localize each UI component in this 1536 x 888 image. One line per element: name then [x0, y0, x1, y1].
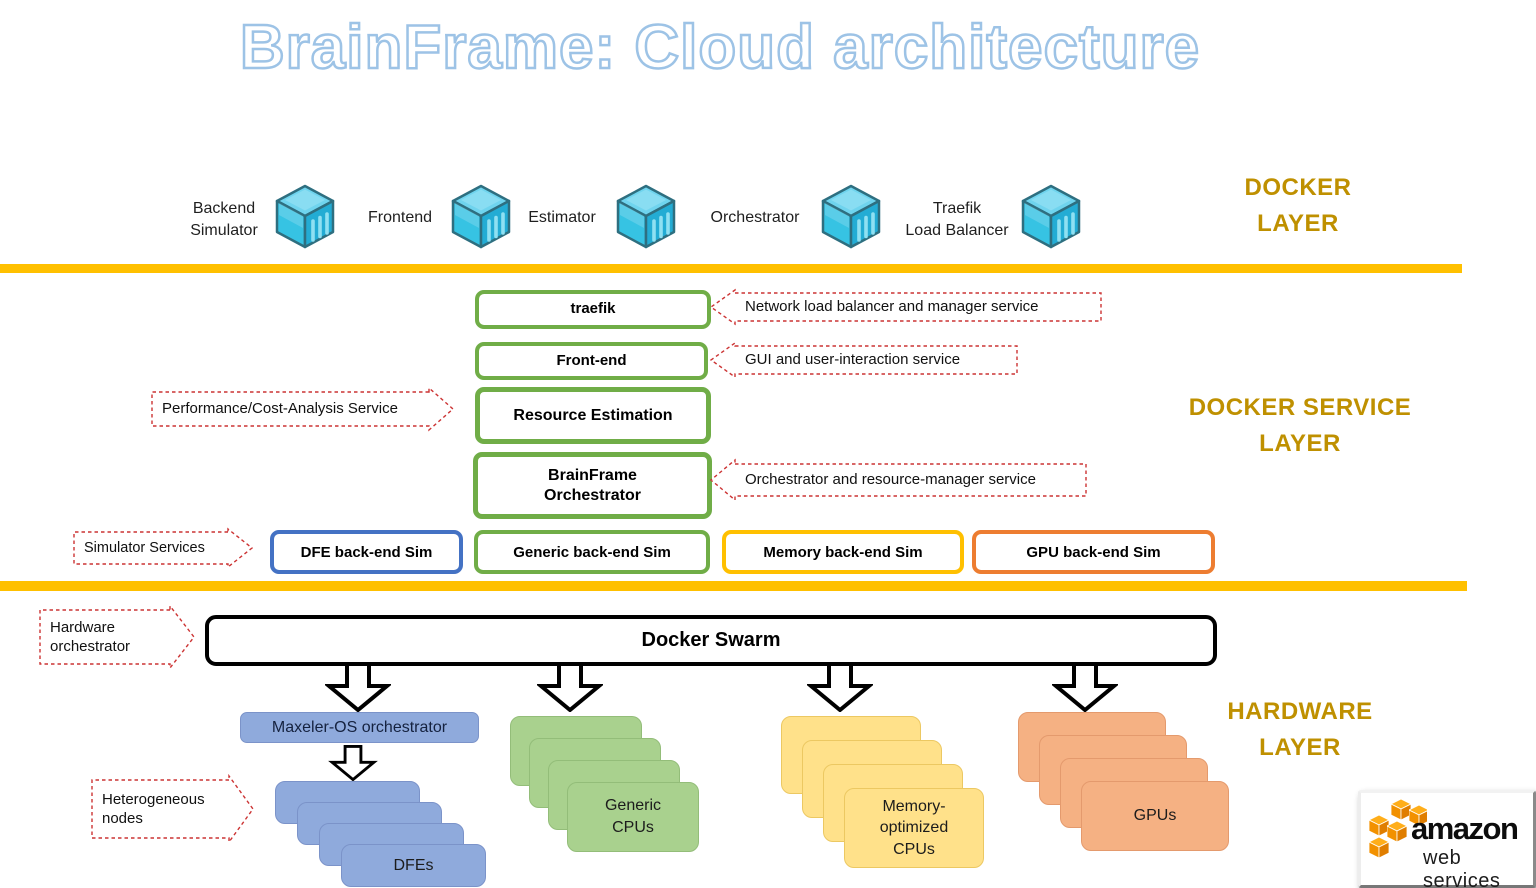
docker-container-cube-icon	[1020, 184, 1082, 250]
right-arrow-callout-icon	[39, 604, 195, 670]
docker-container-label: Traefik Load Balancer	[905, 200, 1009, 239]
down-arrow-icon	[325, 662, 391, 712]
maxeler-orchestrator-box: Maxeler-OS orchestrator	[240, 712, 479, 743]
docker-service-layer-label: DOCKER SERVICE LAYER	[1188, 394, 1412, 457]
callout-text: Performance/Cost-Analysis Service	[162, 400, 398, 418]
docker-layer-label: DOCKER LAYER	[1244, 174, 1352, 237]
docker-container-cube-icon	[274, 184, 336, 250]
service-box-frontend: Front-end	[475, 342, 708, 380]
callout-frontend: GUI and user-interaction service	[709, 341, 1019, 379]
service-box-traefik: traefik	[475, 290, 711, 329]
layer-divider	[0, 581, 1467, 591]
callout-text: Orchestrator and resource-manager servic…	[745, 471, 1036, 489]
hardware-layer-label: HARDWARE LAYER	[1227, 698, 1373, 761]
down-arrow-icon	[537, 662, 603, 712]
callout-heterogeneous-nodes: Heterogeneous nodes	[90, 774, 255, 844]
down-arrow-icon	[1052, 662, 1118, 712]
docker-container-label: Orchestrator	[710, 209, 800, 226]
left-arrow-callout-icon	[709, 341, 1018, 379]
left-arrow-callout-icon	[709, 288, 1102, 326]
callout-hardware-orchestrator: Hardware orchestrator	[38, 604, 196, 670]
page-title: BrainFrame: Cloud architecture	[239, 12, 1201, 84]
service-box-brainframe-orchestrator: BrainFrame Orchestrator	[473, 452, 712, 519]
docker-swarm-box: Docker Swarm	[205, 615, 1217, 666]
node-stack-gpus: GPUs	[1081, 781, 1229, 851]
callout-performance: Performance/Cost-Analysis Service	[150, 386, 455, 432]
sim-box-memory: Memory back-end Sim	[722, 530, 964, 574]
left-arrow-callout-icon	[709, 458, 1087, 502]
layer-divider	[0, 264, 1462, 273]
aws-logo-webservices-text: web services	[1423, 847, 1501, 888]
right-arrow-callout-icon	[91, 774, 254, 844]
right-arrow-callout-icon	[73, 527, 254, 569]
callout-text: Simulator Services	[84, 539, 205, 556]
docker-container-cube-icon	[450, 184, 512, 250]
node-stack-dfes: DFEs	[341, 844, 486, 887]
callout-text: Heterogeneous nodes	[102, 790, 205, 828]
callout-simulator-services: Simulator Services	[72, 527, 254, 569]
node-stack-generic-cpus: Generic CPUs	[567, 782, 699, 852]
aws-logo-amazon-text: amazon	[1411, 811, 1519, 846]
service-box-resource-estimation: Resource Estimation	[475, 387, 711, 444]
aws-logo: amazon web services	[1358, 790, 1536, 888]
callout-text: Network load balancer and manager servic…	[745, 298, 1039, 316]
docker-container-label: Frontend	[367, 209, 433, 226]
sim-box-dfe: DFE back-end Sim	[270, 530, 463, 574]
callout-text: GUI and user-interaction service	[745, 351, 961, 369]
docker-container-label: Estimator	[528, 209, 596, 226]
docker-container-label: Backend Simulator	[190, 200, 258, 239]
callout-text: Hardware orchestrator	[50, 618, 131, 656]
node-stack-memory-cpus: Memory- optimized CPUs	[844, 788, 984, 868]
down-arrow-icon	[807, 662, 873, 712]
small-down-arrow-icon	[326, 745, 380, 781]
right-arrow-callout-icon	[151, 386, 455, 432]
docker-container-cube-icon	[615, 184, 677, 250]
docker-container-cube-icon	[820, 184, 882, 250]
callout-orchestrator: Orchestrator and resource-manager servic…	[709, 458, 1088, 502]
callout-traefik: Network load balancer and manager servic…	[709, 288, 1103, 326]
sim-box-generic: Generic back-end Sim	[474, 530, 710, 574]
sim-box-gpu: GPU back-end Sim	[972, 530, 1215, 574]
